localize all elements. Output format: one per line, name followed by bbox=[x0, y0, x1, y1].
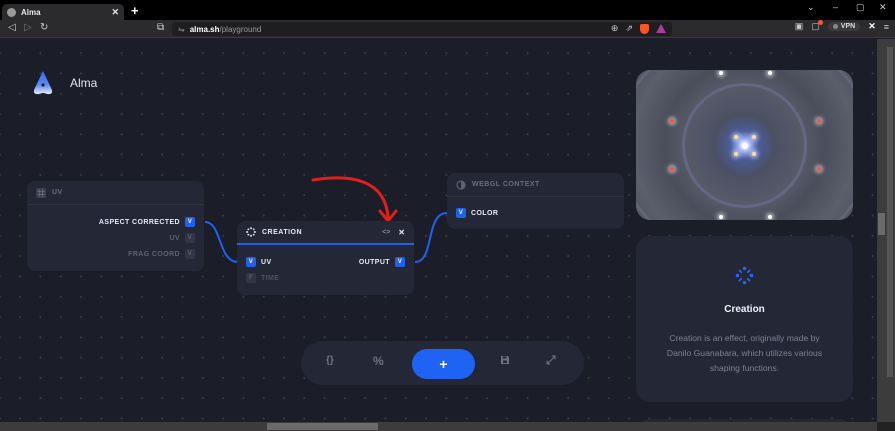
vpn-status-icon bbox=[832, 24, 838, 29]
creation-input-time[interactable]: F TIME bbox=[246, 273, 279, 283]
webgl-context-node[interactable]: WEBGL CONTEXT V COLOR bbox=[447, 173, 624, 229]
vec-pin[interactable]: V bbox=[185, 249, 195, 259]
uv-node-header[interactable]: UV bbox=[27, 181, 204, 205]
sidebar-icon[interactable]: ▣ bbox=[794, 21, 804, 31]
bookmark-icon[interactable]: ⧉ bbox=[157, 22, 165, 33]
preview-spark bbox=[719, 215, 723, 219]
vpn-label: VPN bbox=[840, 23, 856, 30]
creation-output[interactable]: OUTPUT V bbox=[359, 257, 405, 267]
site-settings-icon[interactable]: ⇋ bbox=[178, 24, 185, 34]
webgl-node-title: WEBGL CONTEXT bbox=[472, 181, 540, 188]
preview-spark bbox=[752, 152, 756, 156]
close-window-button[interactable]: ✕ bbox=[879, 2, 887, 12]
back-button[interactable]: ◁ bbox=[8, 22, 16, 33]
tab-title: Alma bbox=[21, 7, 41, 17]
browser-toolbar: ◁ ▷ ↻ ⧉ ⇋ alma.sh /playground ⊕ ⇗ ▣ ▢ VP… bbox=[0, 20, 895, 38]
new-tab-button[interactable]: + bbox=[131, 3, 139, 18]
menu-icon[interactable]: ≡ bbox=[883, 21, 889, 32]
share-icon[interactable]: ⇗ bbox=[625, 23, 633, 33]
uv-node[interactable]: UV ASPECT CORRECTED V UV V FRAG COORD V bbox=[27, 181, 204, 271]
preview-spark bbox=[817, 119, 821, 123]
preview-spark bbox=[734, 135, 738, 139]
tab-close-icon[interactable]: ✕ bbox=[111, 6, 119, 17]
tab-strip: Alma ✕ + ⌄ – ▢ ✕ bbox=[0, 0, 895, 20]
preview-spark bbox=[670, 119, 674, 123]
uv-output-uv[interactable]: UV V bbox=[169, 233, 195, 243]
globe-icon bbox=[7, 7, 16, 17]
preview-spark bbox=[752, 135, 756, 139]
preview-spark bbox=[670, 167, 674, 171]
creation-input-uv[interactable]: V UV bbox=[246, 257, 272, 267]
zoom-icon[interactable]: ⊕ bbox=[610, 23, 619, 33]
scrollbar-corner bbox=[877, 422, 895, 431]
save-icon bbox=[501, 356, 509, 364]
vec-pin[interactable]: V bbox=[456, 208, 466, 218]
forward-button[interactable]: ▷ bbox=[24, 22, 32, 33]
save-button[interactable] bbox=[500, 355, 510, 367]
contrast-icon bbox=[456, 179, 466, 190]
address-bar[interactable]: ⇋ alma.sh /playground ⊕ ⇗ bbox=[172, 22, 672, 36]
brave-shields-icon[interactable] bbox=[640, 23, 649, 34]
url-path: /playground bbox=[219, 24, 262, 34]
minimize-button[interactable]: – bbox=[833, 2, 839, 12]
vec-pin[interactable]: V bbox=[395, 257, 405, 267]
effect-info-card: Creation Creation is an effect, original… bbox=[636, 236, 853, 402]
horizontal-scroll-thumb[interactable] bbox=[267, 423, 378, 430]
preview-spark bbox=[734, 152, 738, 156]
vpn-button[interactable]: VPN bbox=[827, 22, 861, 31]
fullscreen-button[interactable]: ⤢ bbox=[546, 353, 556, 367]
creation-node-header[interactable]: CREATION <> ✕ bbox=[237, 221, 414, 245]
percent-button[interactable]: % bbox=[373, 354, 384, 368]
add-node-button[interactable]: + bbox=[412, 349, 475, 379]
float-pin[interactable]: F bbox=[246, 273, 256, 283]
effect-description: Creation is an effect, originally made b… bbox=[666, 333, 823, 373]
preview-spark bbox=[768, 215, 772, 219]
url-host: alma.sh bbox=[189, 24, 220, 34]
preview-spark bbox=[768, 71, 772, 75]
vertical-scrollbar[interactable] bbox=[877, 39, 895, 422]
inner-scroll-track[interactable] bbox=[887, 47, 893, 377]
brand-name: Alma bbox=[70, 76, 98, 90]
effect-title: Creation bbox=[724, 304, 765, 315]
secondary-card bbox=[636, 419, 853, 422]
horizontal-scrollbar[interactable] bbox=[0, 422, 877, 431]
code-braces-button[interactable]: {} bbox=[326, 355, 334, 366]
webgl-input-color[interactable]: V COLOR bbox=[456, 208, 498, 218]
webgl-node-header[interactable]: WEBGL CONTEXT bbox=[447, 173, 624, 197]
creation-icon bbox=[246, 227, 256, 237]
preview-spark bbox=[817, 167, 821, 171]
canvas-toolbar: {} % + ⤢ bbox=[301, 341, 584, 385]
code-icon[interactable]: <> bbox=[382, 228, 391, 236]
shader-preview[interactable] bbox=[636, 70, 853, 220]
brave-rewards-icon[interactable] bbox=[656, 24, 666, 33]
reload-button[interactable]: ↻ bbox=[40, 22, 49, 33]
leo-ai-icon[interactable]: ✕ bbox=[868, 21, 876, 31]
creation-effect-icon bbox=[735, 266, 754, 285]
playground-canvas[interactable]: Alma UV ASPECT CORRECTED V UV V bbox=[0, 39, 877, 422]
preview-spark bbox=[719, 71, 723, 75]
wallet-icon[interactable]: ▢ bbox=[811, 20, 823, 31]
alma-logo-icon bbox=[33, 71, 53, 95]
uv-node-title: UV bbox=[52, 189, 63, 196]
uv-output-aspect-corrected[interactable]: ASPECT CORRECTED V bbox=[99, 217, 195, 227]
vertical-scroll-thumb[interactable] bbox=[878, 213, 885, 235]
tab-search-icon[interactable]: ⌄ bbox=[807, 2, 815, 12]
vec-pin[interactable]: V bbox=[185, 217, 195, 227]
preview-spark bbox=[742, 143, 748, 149]
creation-node[interactable]: CREATION <> ✕ V UV F TIME OUTPUT V bbox=[237, 221, 414, 295]
vec-pin[interactable]: V bbox=[185, 233, 195, 243]
uv-output-frag-coord[interactable]: FRAG COORD V bbox=[128, 249, 195, 259]
close-node-icon[interactable]: ✕ bbox=[398, 227, 405, 237]
grid-icon bbox=[36, 187, 46, 198]
browser-tab[interactable]: Alma ✕ bbox=[2, 4, 124, 20]
vec-pin[interactable]: V bbox=[246, 257, 256, 267]
maximize-button[interactable]: ▢ bbox=[856, 2, 865, 12]
creation-node-title: CREATION bbox=[262, 228, 303, 236]
